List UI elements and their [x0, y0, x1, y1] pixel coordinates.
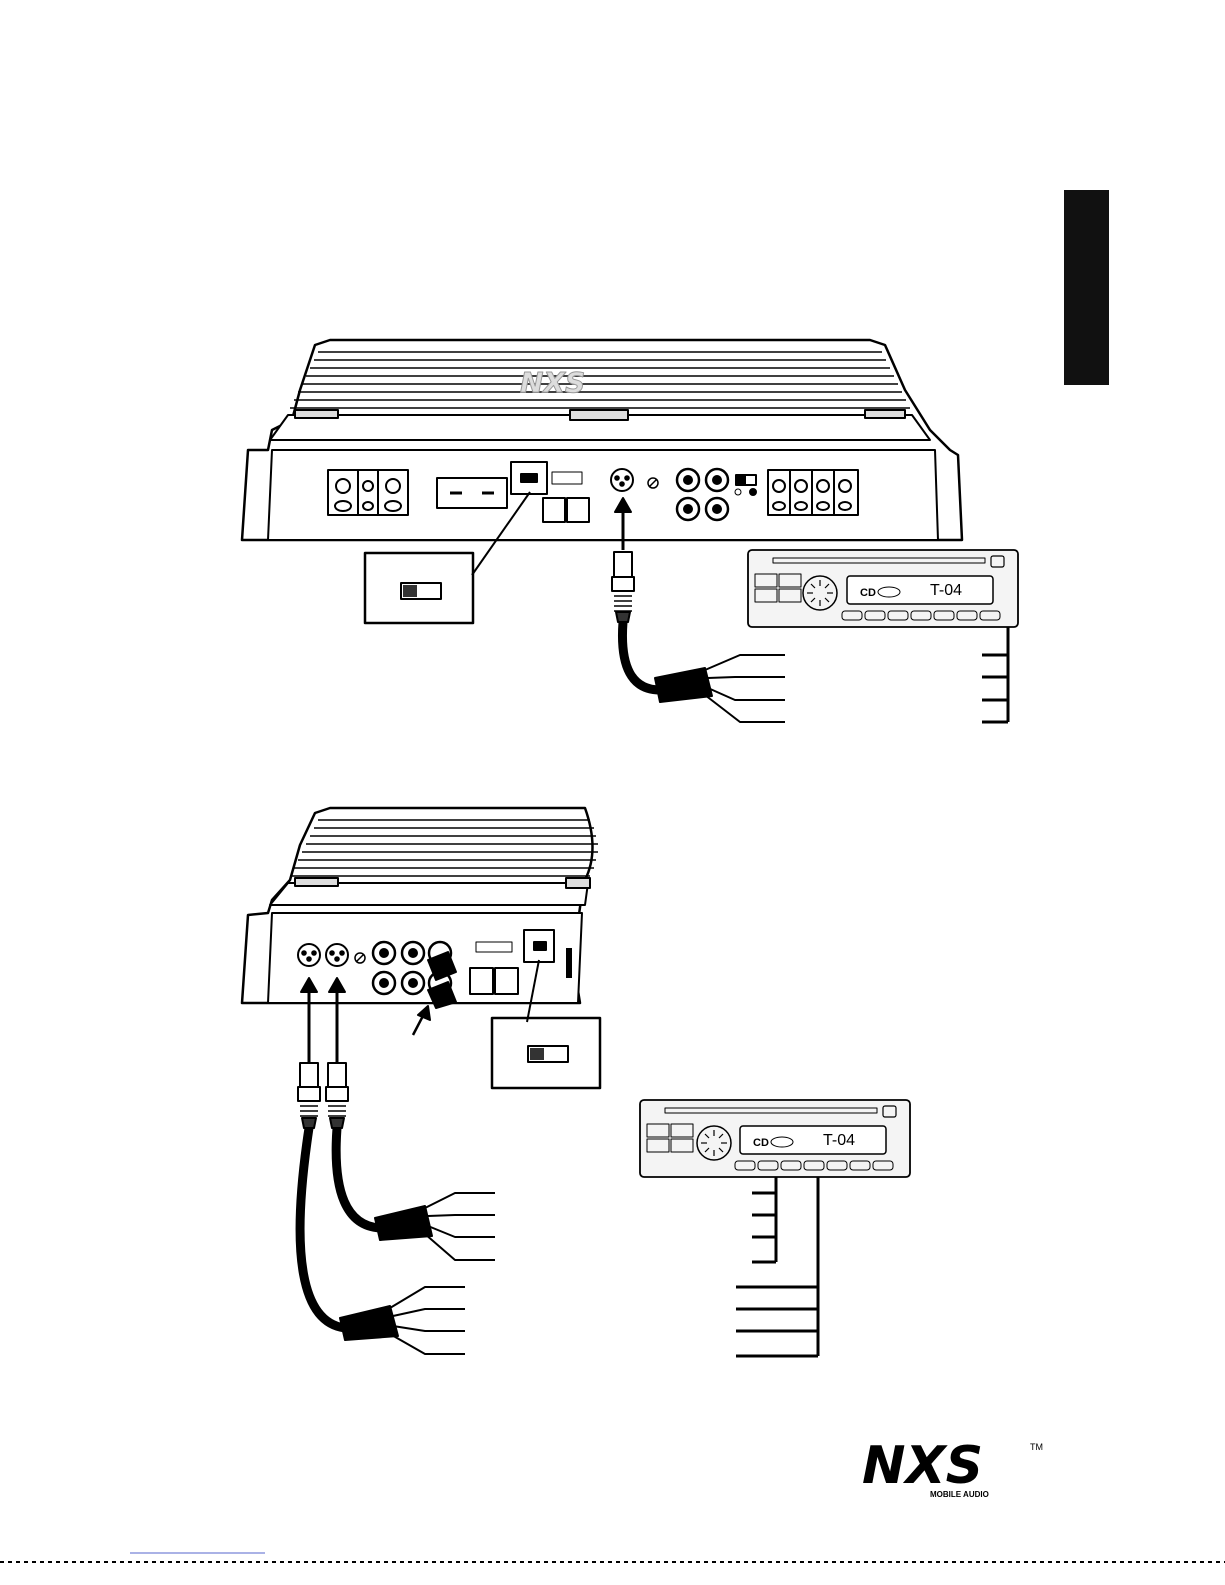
amplifier-top: NXS — [242, 340, 962, 540]
amplifier-bottom — [242, 808, 598, 1008]
brand-logo: NXS TM MOBILE AUDIO — [862, 1436, 1043, 1499]
headunit-top: CD T-04 — [748, 550, 1018, 722]
headunit-source-label-bottom: CD — [753, 1137, 769, 1149]
switch-detail-top — [365, 553, 473, 623]
headunit-display-text-bottom: T-04 — [823, 1132, 855, 1149]
headunit-bottom: CD T-04 — [640, 1100, 910, 1356]
logo-trademark: TM — [1030, 1442, 1043, 1452]
switch-detail-bottom — [492, 1018, 600, 1088]
logo-brand-text: NXS — [862, 1436, 983, 1496]
logo-subtitle: MOBILE AUDIO — [930, 1490, 989, 1499]
amp-logo-mark: NXS — [520, 366, 585, 399]
headunit-display-text-top: T-04 — [930, 582, 962, 599]
headunit-source-label-top: CD — [860, 587, 876, 599]
cables-bottom — [298, 1063, 495, 1354]
